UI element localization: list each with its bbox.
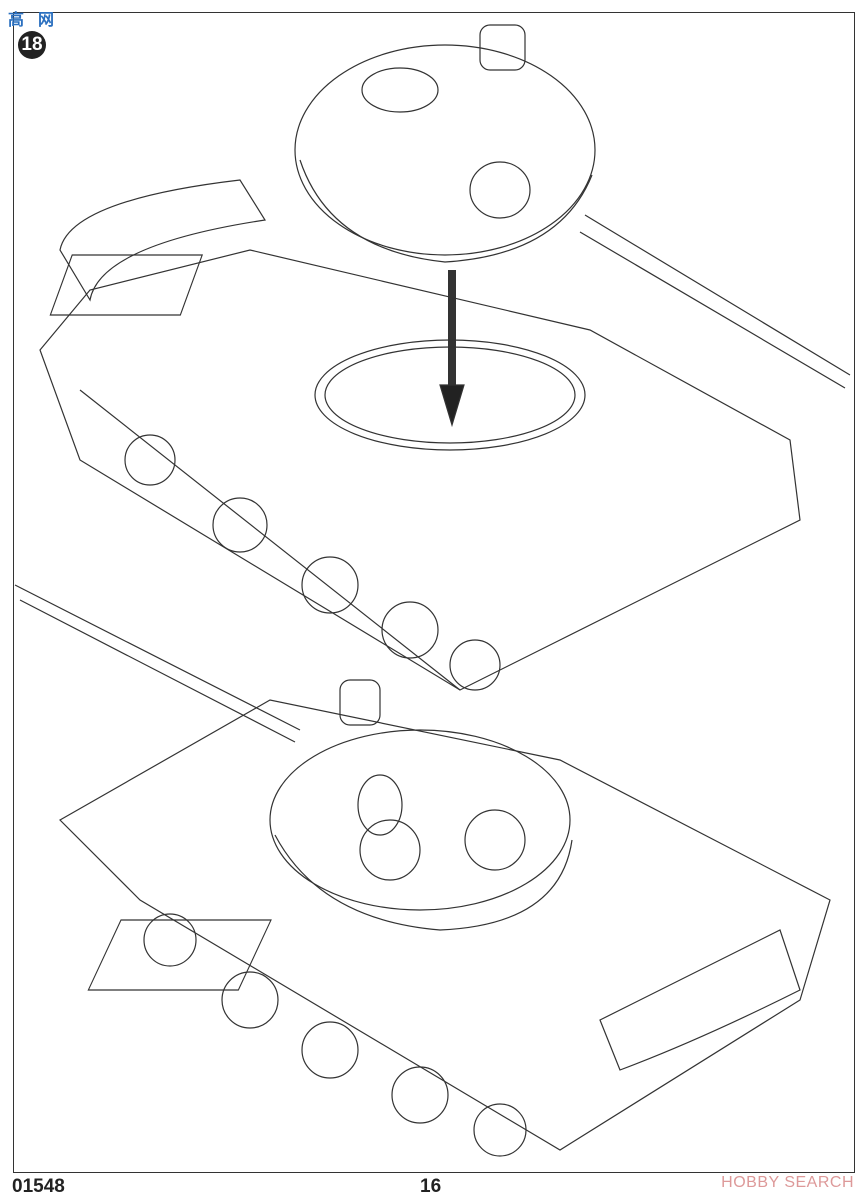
turret-top-view <box>294 24 851 389</box>
page-number: 16 <box>420 1176 442 1197</box>
step-number-badge: 18 <box>18 31 46 59</box>
brand-watermark: HOBBY SEARCH <box>721 1174 854 1191</box>
page-frame <box>13 12 855 1173</box>
hull-top <box>39 179 801 691</box>
kit-code: 01548 <box>12 1176 65 1197</box>
arrow-down-icon <box>439 270 465 428</box>
watermark-logo: 高网 <box>8 12 69 29</box>
tank-assembled <box>14 584 831 1157</box>
